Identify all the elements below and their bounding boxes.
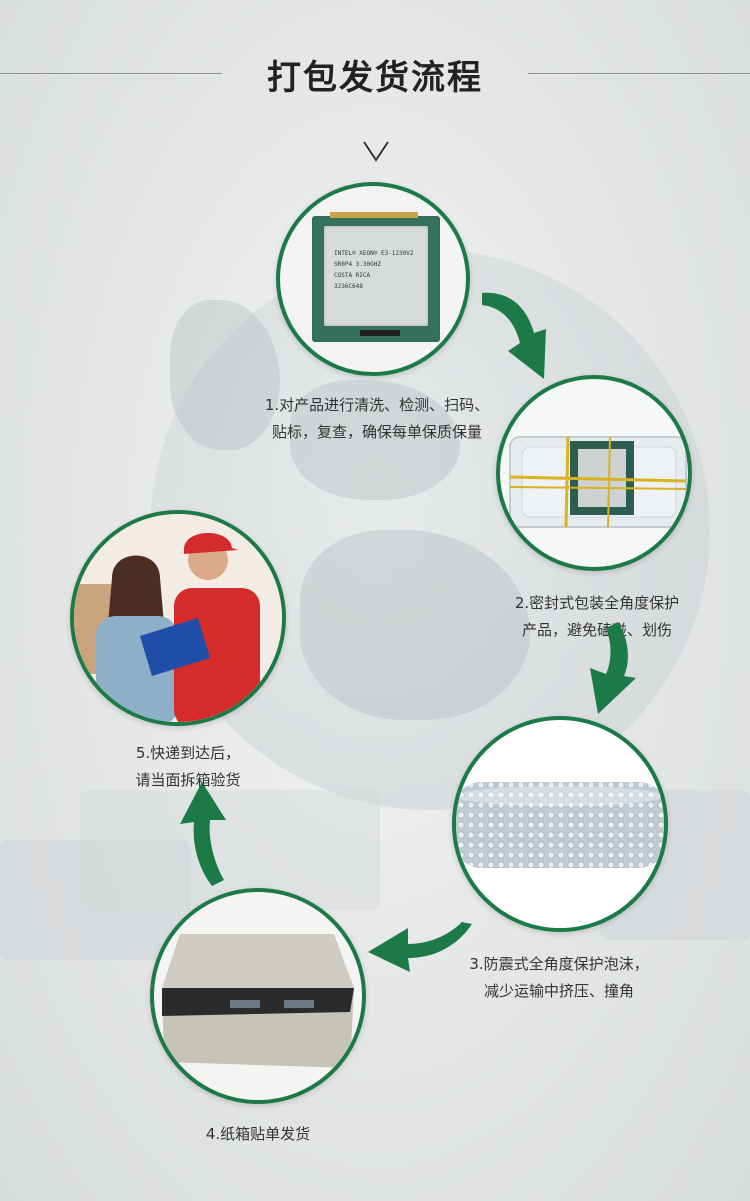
flow-arrow-icon (368, 922, 472, 972)
step-3-circle (452, 716, 668, 932)
background-truck (80, 790, 380, 910)
step-5-caption: 5.快递到达后， 请当面拆箱验货 (120, 740, 256, 794)
chevron-down-icon (362, 140, 390, 166)
bubble-wrap-image (456, 782, 664, 868)
step-5-circle (70, 510, 286, 726)
delivery-couple-image (74, 514, 282, 722)
step-1-caption: 1.对产品进行清洗、检测、扫码、 贴标，复查，确保每单保质保量 (238, 392, 516, 446)
step-1-caption-line: 1.对产品进行清洗、检测、扫码、 (264, 396, 490, 414)
step-3-caption-line: 3.防震式全角度保护泡沫， (469, 955, 649, 973)
step-2-circle (496, 375, 692, 571)
flow-arrow-icon (590, 622, 636, 714)
step-1-circle: INTEL® XEON® E3-1230V2 SR0P4 3.30GHZ COS… (276, 182, 470, 376)
step-3-caption-line: 减少运输中挤压、撞角 (483, 982, 634, 1000)
flow-arrow-icon (482, 292, 546, 379)
cpu-chip-image (312, 212, 440, 342)
background-truck (0, 840, 190, 960)
step-4-caption-line: 4.纸箱贴单发货 (205, 1125, 311, 1143)
step-3-caption: 3.防震式全角度保护泡沫， 减少运输中挤压、撞角 (446, 951, 672, 1005)
step-1-caption-line: 贴标，复查，确保每单保质保量 (271, 423, 482, 441)
carton-box-image (162, 934, 354, 1068)
title-divider-left (0, 73, 222, 74)
step-2-caption-line: 产品，避免磕碰、划伤 (521, 621, 672, 639)
page-title: 打包发货流程 (267, 57, 483, 98)
step-4-caption: 4.纸箱贴单发货 (170, 1121, 346, 1148)
title-bar: 打包发货流程 (0, 44, 750, 104)
step-2-caption-line: 2.密封式包装全角度保护 (514, 594, 680, 612)
step-2-caption: 2.密封式包装全角度保护 产品，避免磕碰、划伤 (492, 590, 702, 644)
sealed-package-image (509, 436, 687, 528)
step-5-caption-line: 请当面拆箱验货 (135, 771, 241, 789)
step-4-circle (150, 888, 366, 1104)
cpu-label-line: INTEL® XEON® E3-1230V2 (334, 250, 414, 257)
cpu-label-line: 3236C648 (334, 283, 363, 290)
cpu-label-line: SR0P4 3.30GHZ (334, 261, 381, 268)
flow-arrow-icon (180, 782, 226, 886)
cpu-label: INTEL® XEON® E3-1230V2 SR0P4 3.30GHZ COS… (334, 248, 430, 292)
title-divider-right (528, 73, 750, 74)
background-land-mass (170, 300, 280, 450)
step-5-caption-line: 5.快递到达后， (135, 744, 241, 762)
background-land-mass (300, 530, 530, 720)
cpu-label-line: COSTA RICA (334, 272, 371, 279)
background-land-mass (290, 380, 460, 500)
